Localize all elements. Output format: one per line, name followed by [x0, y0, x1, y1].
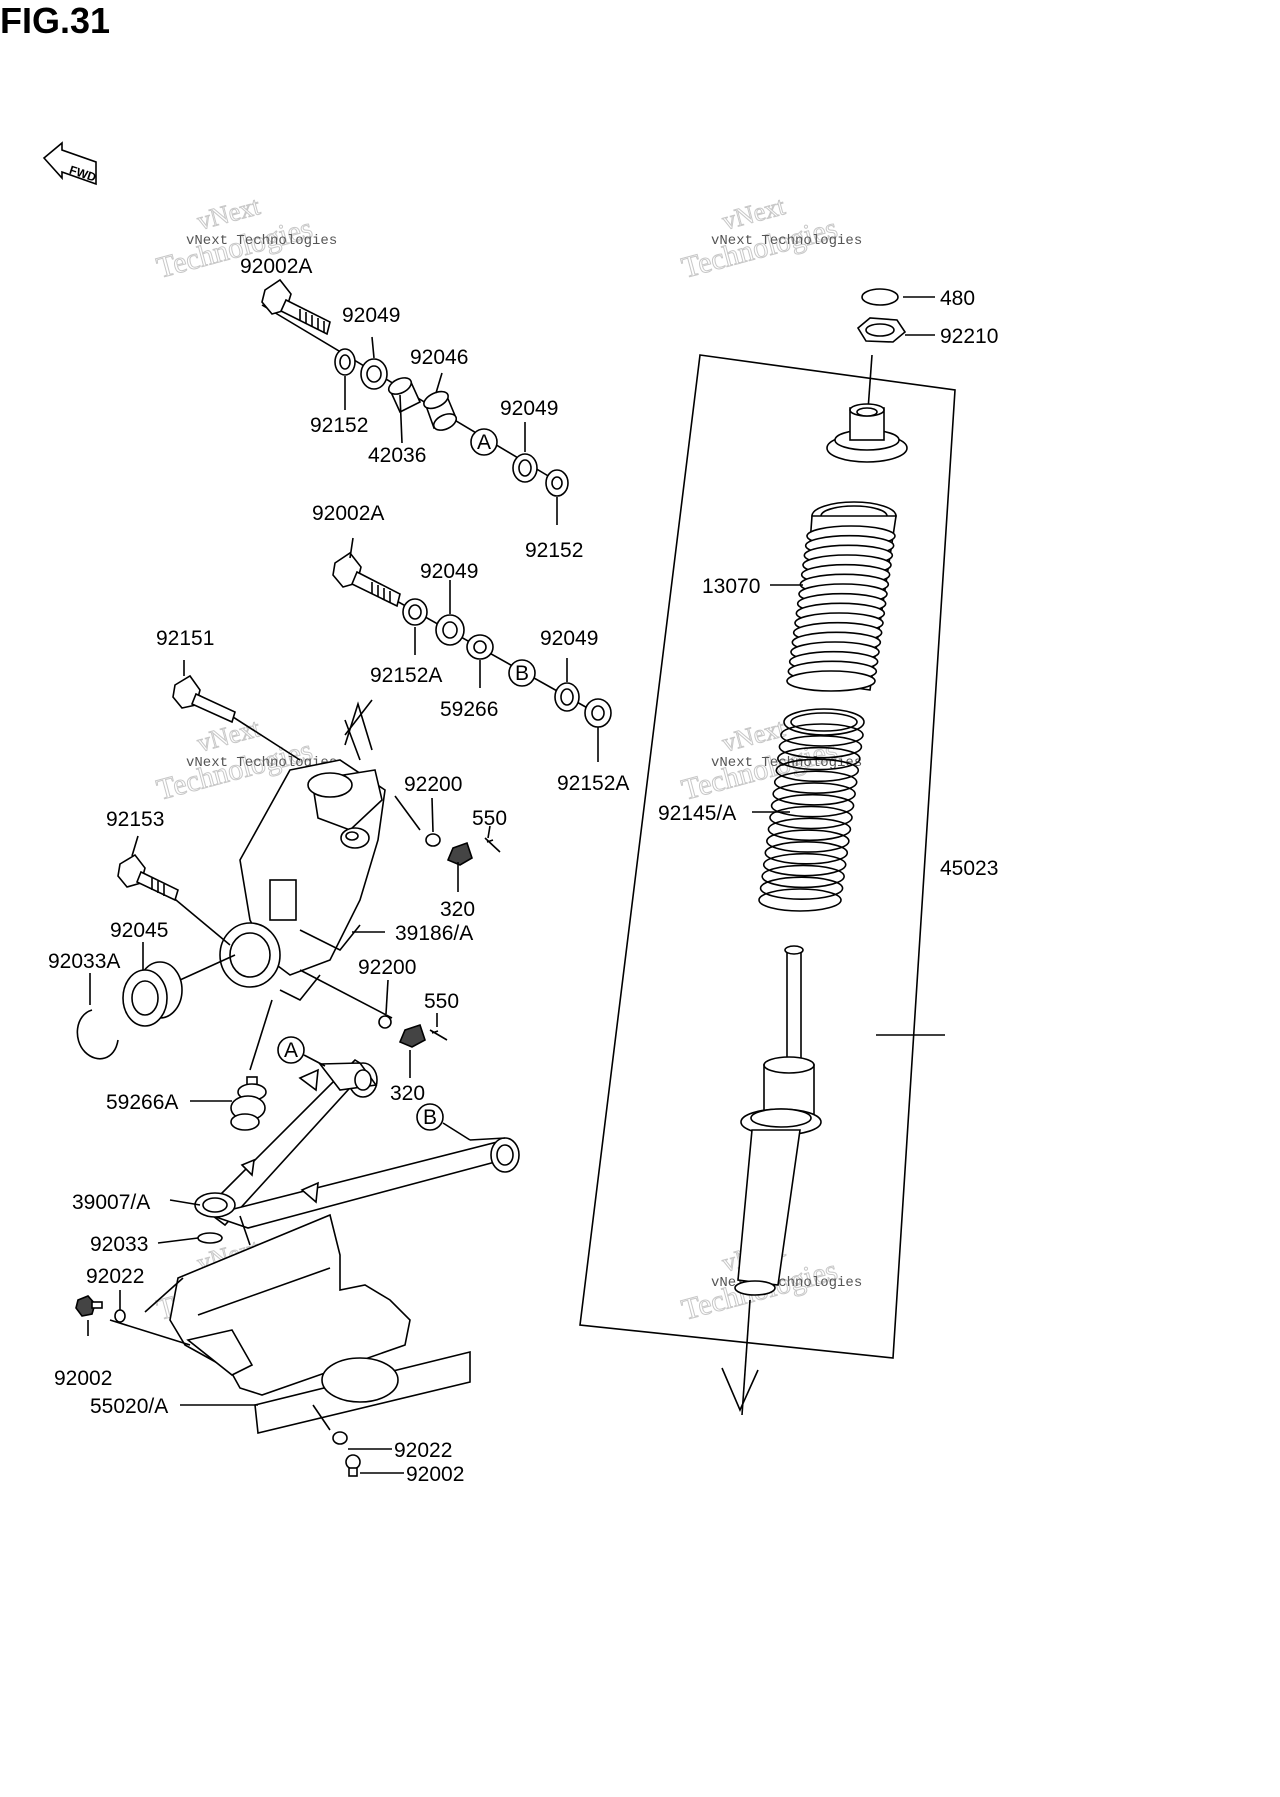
spring-coil: [773, 770, 858, 794]
label-59266a: 59266A: [106, 1091, 178, 1114]
spring-coil: [764, 841, 849, 865]
label-39186a: 39186/A: [395, 922, 473, 945]
label-92200-1: 92200: [404, 773, 462, 796]
label-92002a-top: 92002A: [240, 255, 312, 278]
boot-rib: [786, 670, 876, 692]
label-480: 480: [940, 287, 975, 310]
knuckle-small-parts: [76, 833, 501, 1060]
leader-lines: [87, 336, 803, 1474]
label-92045: 92045: [110, 919, 168, 942]
spring-coil: [761, 864, 845, 889]
spring-coil: [767, 817, 852, 842]
label-92200-2: 92200: [358, 956, 416, 979]
label-92145a: 92145/A: [658, 802, 736, 825]
watermark-text: vNext Technologies: [186, 233, 337, 249]
spring-coil: [778, 734, 863, 759]
spring-92145a: [758, 708, 865, 912]
label-92022-2: 92022: [394, 1439, 452, 1462]
part-labels: 92002A 92049 92046 92152 42036 92049 921…: [48, 255, 998, 1486]
upper-pivot-assembly: A: [261, 278, 569, 497]
label-92033a: 92033A: [48, 950, 120, 973]
label-92152-1: 92152: [310, 414, 368, 437]
spring-coil: [772, 782, 856, 806]
label-39007a: 39007/A: [72, 1191, 150, 1214]
skid-plate: [75, 1213, 471, 1477]
label-92152a-2: 92152A: [557, 772, 629, 795]
label-550-1: 550: [472, 807, 507, 830]
label-92153: 92153: [106, 808, 164, 831]
label-59266: 59266: [440, 698, 498, 721]
dust-boot-13070: [786, 501, 897, 692]
label-92033: 92033: [90, 1233, 148, 1256]
figure-title: FIG.31: [0, 0, 111, 41]
label-320-1: 320: [440, 898, 475, 921]
watermark-text: vNext Technologies: [711, 233, 862, 249]
label-550-2: 550: [424, 990, 459, 1013]
callout-b-label: B: [515, 662, 529, 685]
label-92210: 92210: [940, 325, 998, 348]
label-92152-2: 92152: [525, 539, 583, 562]
label-92152a-1: 92152A: [370, 664, 442, 687]
label-92022-1: 92022: [86, 1265, 144, 1288]
spring-coil: [770, 793, 855, 818]
spring-coil: [758, 888, 842, 912]
bolt-92153: [117, 853, 179, 902]
label-55020a: 55020/A: [90, 1395, 168, 1418]
label-92002-2: 92002: [406, 1463, 464, 1486]
steering-knuckle: [172, 674, 421, 1019]
fwd-arrow-icon: FWD: [42, 141, 98, 186]
label-92049-3: 92049: [420, 560, 478, 583]
shock-absorber: [579, 288, 956, 1416]
label-92049-4: 92049: [540, 627, 598, 650]
label-42036: 42036: [368, 444, 426, 467]
label-320-2: 320: [390, 1082, 425, 1105]
label-92049-2: 92049: [500, 397, 558, 420]
bolt-92151: [172, 674, 236, 724]
lower-a-arm: A B: [194, 999, 520, 1246]
watermark-text: vNext Technologies: [711, 1275, 862, 1291]
label-13070: 13070: [702, 575, 760, 598]
callout-a-label: A: [477, 431, 491, 454]
spring-coil: [775, 758, 860, 783]
spring-coil: [777, 746, 861, 771]
spring-coil: [769, 805, 853, 830]
bolt-92002-left: [75, 1295, 103, 1317]
bolt-92002a-top: [261, 278, 331, 336]
bolt-92002a-mid: [332, 551, 401, 608]
label-45023: 45023: [940, 857, 998, 880]
spring-coil: [759, 876, 844, 901]
ball-joint-59266a: [230, 1076, 267, 1131]
label-92002a-mid: 92002A: [312, 502, 384, 525]
callout-a-label-2: A: [284, 1039, 298, 1062]
spring-coil: [762, 852, 847, 877]
callout-b-label-2: B: [423, 1106, 437, 1129]
spring-coil: [780, 723, 864, 747]
spring-coil: [766, 829, 850, 853]
label-92046: 92046: [410, 346, 468, 369]
label-92151: 92151: [156, 627, 214, 650]
label-92002-1: 92002: [54, 1367, 112, 1390]
label-92049-1: 92049: [342, 304, 400, 327]
